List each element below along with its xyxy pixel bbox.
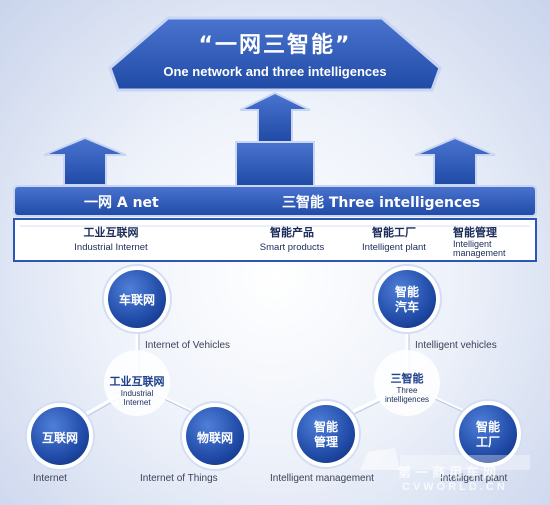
left-center-node-label: 工业互联网 [109, 375, 165, 388]
right-node-center [374, 350, 440, 416]
left-node-bottom-right [180, 401, 250, 471]
right-center-node-caption: Three intelligences [384, 386, 430, 404]
left-top-node-label: 车联网 [118, 293, 156, 307]
left-bottom-left-node-label: 互联网 [41, 431, 79, 445]
banner-left-label: 一网 A net [84, 195, 159, 211]
category-zh: 智能管理 [453, 226, 497, 239]
left-node-center [104, 350, 170, 416]
category-en: Smart products [259, 242, 325, 253]
title-english: One network and three intelligences [163, 64, 387, 79]
right-center-node-label: 三智能 [390, 372, 424, 385]
category-intelligent-management: 智能管理 Intelligent management [453, 224, 521, 258]
category-industrial-internet: 工业互联网 Industrial Internet [74, 224, 147, 253]
banner-right-label: 三智能 Three intelligences [282, 195, 481, 211]
category-zh: 智能产品 [269, 226, 314, 239]
right-bottom-left-node-caption: Intelligent management [270, 473, 374, 484]
right-bottom-right-node-label: 智能工厂 [475, 420, 500, 449]
right-node-top [372, 264, 442, 334]
center-arrow-base [235, 141, 315, 187]
category-en: Industrial Internet [74, 242, 148, 253]
right-bottom-left-node-label: 智能管理 [313, 420, 338, 449]
category-smart-products: 智能产品 Smart products [260, 224, 324, 253]
right-node-bottom-left [291, 399, 361, 469]
category-zh: 工业互联网 [83, 226, 139, 239]
left-node-bottom-left [25, 401, 95, 471]
left-bottom-left-node-caption: Internet [33, 473, 67, 484]
left-bottom-right-node-caption: Internet of Things [140, 473, 218, 484]
right-node-bottom-right [453, 399, 523, 469]
right-bottom-right-node-caption: Intelligent plant [440, 473, 508, 484]
right-top-node-caption: Intelligent vehicles [415, 340, 497, 351]
left-arrow [43, 136, 127, 186]
center-arrow [239, 91, 311, 143]
right-arrow [414, 136, 496, 186]
title-chinese: “一网三智能” [198, 33, 352, 58]
category-zh: 智能工厂 [371, 226, 416, 239]
watermark-truck [360, 448, 530, 470]
title-roof [108, 16, 442, 92]
left-node-top [102, 264, 172, 334]
left-top-node-caption: Internet of Vehicles [145, 340, 231, 351]
category-intelligent-plant: 智能工厂 Intelligent plant [362, 224, 426, 253]
watermark-text: 第一商用车网 [398, 466, 501, 481]
category-en: Intelligent management [453, 239, 506, 258]
right-top-node-label: 智能汽车 [394, 285, 419, 314]
left-bottom-right-node-label: 物联网 [196, 431, 234, 445]
category-en: Intelligent plant [362, 242, 426, 253]
banner-bar [13, 185, 537, 217]
watermark-domain: CVWORLD.CN [402, 481, 508, 493]
left-center-node-caption: Industrial Internet [120, 389, 154, 407]
